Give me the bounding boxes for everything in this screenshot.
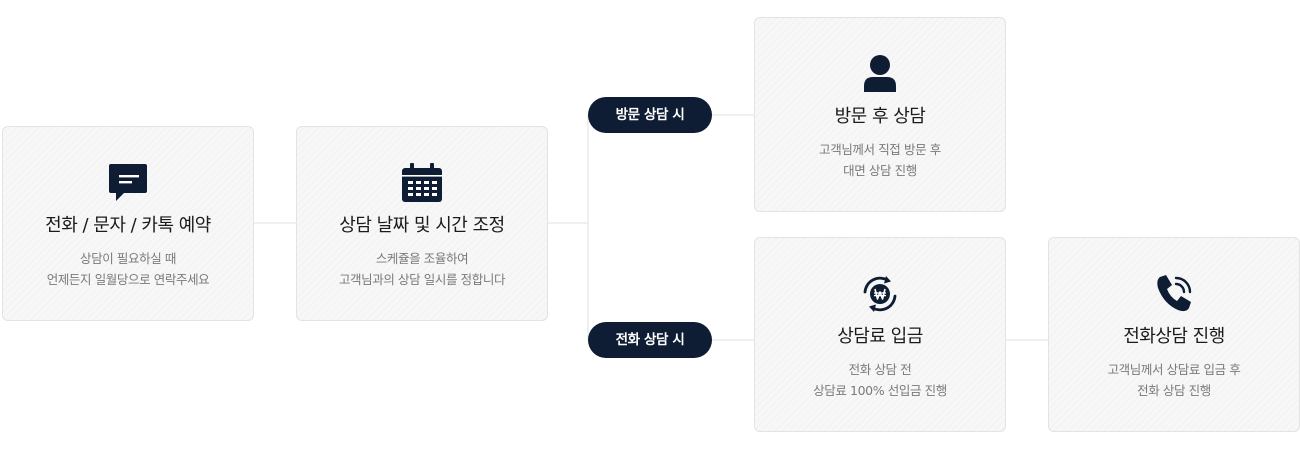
- step-description-line: 언제든지 일월당으로 연락주세요: [46, 272, 210, 287]
- step-description: 스케쥴을 조율하여 고객님과의 상담 일시를 정합니다: [297, 248, 547, 290]
- phone-call-icon: [1153, 274, 1195, 314]
- calendar-icon: [401, 163, 443, 203]
- won-exchange-icon: [859, 274, 901, 314]
- step-title: 전화상담 진행: [1123, 326, 1225, 347]
- step-title: 방문 후 상담: [834, 106, 926, 127]
- step-card-schedule: 상담 날짜 및 시간 조정 스케쥴을 조율하여 고객님과의 상담 일시를 정합니…: [296, 126, 548, 321]
- step-description-line: 대면 상담 진행: [843, 163, 917, 178]
- step-description: 고객님께서 상담료 입금 후 전화 상담 진행: [1049, 359, 1299, 401]
- step-description-line: 전화 상담 진행: [1137, 383, 1211, 398]
- step-description-line: 고객님께서 상담료 입금 후: [1107, 362, 1241, 377]
- step-description: 고객님께서 직접 방문 후 대면 상담 진행: [755, 139, 1005, 181]
- step-description-line: 상담료 100% 선입금 진행: [813, 383, 947, 398]
- step-description-line: 스케쥴을 조율하여: [375, 251, 469, 266]
- step-title: 전화 / 문자 / 카톡 예약: [45, 215, 211, 236]
- step-description-line: 전화 상담 전: [848, 362, 912, 377]
- step-description: 상담이 필요하실 때 언제든지 일월당으로 연락주세요: [3, 248, 253, 290]
- step-title: 상담료 입금: [837, 326, 923, 347]
- step-title: 상담 날짜 및 시간 조정: [339, 215, 505, 236]
- person-icon: [859, 54, 901, 94]
- step-card-reservation: 전화 / 문자 / 카톡 예약 상담이 필요하실 때 언제든지 일월당으로 연락…: [2, 126, 254, 321]
- step-description-line: 상담이 필요하실 때: [80, 251, 176, 266]
- step-card-fee-deposit: 상담료 입금 전화 상담 전 상담료 100% 선입금 진행: [754, 237, 1006, 432]
- chat-bubble-icon: [107, 163, 149, 203]
- step-card-visit-consultation: 방문 후 상담 고객님께서 직접 방문 후 대면 상담 진행: [754, 17, 1006, 212]
- step-description: 전화 상담 전 상담료 100% 선입금 진행: [755, 359, 1005, 401]
- step-description-line: 고객님께서 직접 방문 후: [819, 142, 941, 157]
- branch-pill-visit: 방문 상담 시: [588, 97, 712, 133]
- step-description-line: 고객님과의 상담 일시를 정합니다: [338, 272, 506, 287]
- step-card-phone-consultation: 전화상담 진행 고객님께서 상담료 입금 후 전화 상담 진행: [1048, 237, 1300, 432]
- branch-pill-phone: 전화 상담 시: [588, 322, 712, 358]
